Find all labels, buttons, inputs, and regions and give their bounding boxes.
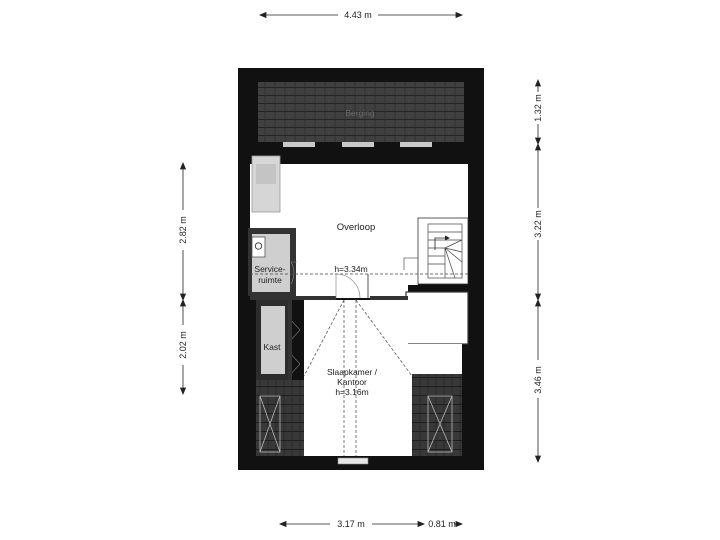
bottom-window (337, 457, 369, 465)
roof-window-1 (283, 142, 315, 147)
kast-label: Kast (263, 342, 281, 352)
dimension-bottom-left: 3.17 m (337, 519, 365, 529)
bedroom-floor (304, 300, 462, 456)
overloop-label: Overloop (337, 222, 376, 233)
roof-window-left (259, 395, 281, 453)
roof-slope-right (412, 374, 462, 456)
bedroom-label-line1: Slaapkamer / (327, 367, 378, 377)
boiler-icon (254, 242, 263, 250)
bedroom-left-wall (288, 300, 292, 380)
attic-storage-shelf-inner (256, 164, 276, 184)
roof-window-2 (342, 142, 374, 147)
stair-arrow-head-icon (445, 235, 450, 241)
wall-segment-left (250, 296, 336, 300)
dimension-right-bottom: 3.46 m (533, 366, 543, 394)
roof-storage-label: Berging (345, 108, 375, 118)
service-room-label-line1: Service- (254, 264, 285, 274)
stair-rail (403, 257, 418, 270)
stair-steps (427, 223, 463, 279)
overloop-height-label: h=3.34m (334, 264, 367, 274)
dimension-top-width: 4.43 m (344, 10, 372, 20)
service-door-swing (290, 261, 297, 285)
boiler-unit (251, 236, 266, 258)
roof-window-right (427, 395, 453, 453)
stair-well (417, 217, 469, 285)
service-room-label-line2: ruimte (258, 275, 282, 285)
dimension-right-middle: 3.22 m (533, 210, 543, 238)
roof-window-3 (400, 142, 432, 147)
roof-storage-area (258, 82, 464, 142)
bedroom-height-label: h=3.16m (335, 387, 368, 397)
stair-void-block (405, 291, 469, 345)
stair-direction-arrow-icon (434, 237, 448, 250)
overloop-floor (250, 164, 468, 298)
bedroom-label-line2: Kantoor (337, 377, 367, 387)
dimension-left-upper: 2.82 m (178, 216, 188, 244)
dimension-lines (179, 11, 542, 528)
kast-interior (261, 306, 285, 374)
bedroom-roof-window (303, 299, 413, 456)
dimension-right-top: 1.32 m (533, 94, 543, 122)
bedroom-door-swing (335, 273, 361, 299)
dimension-left-lower: 2.02 m (178, 331, 188, 359)
dimension-bottom-right: 0.81 m (428, 519, 456, 529)
wall-segment-right (370, 296, 408, 300)
